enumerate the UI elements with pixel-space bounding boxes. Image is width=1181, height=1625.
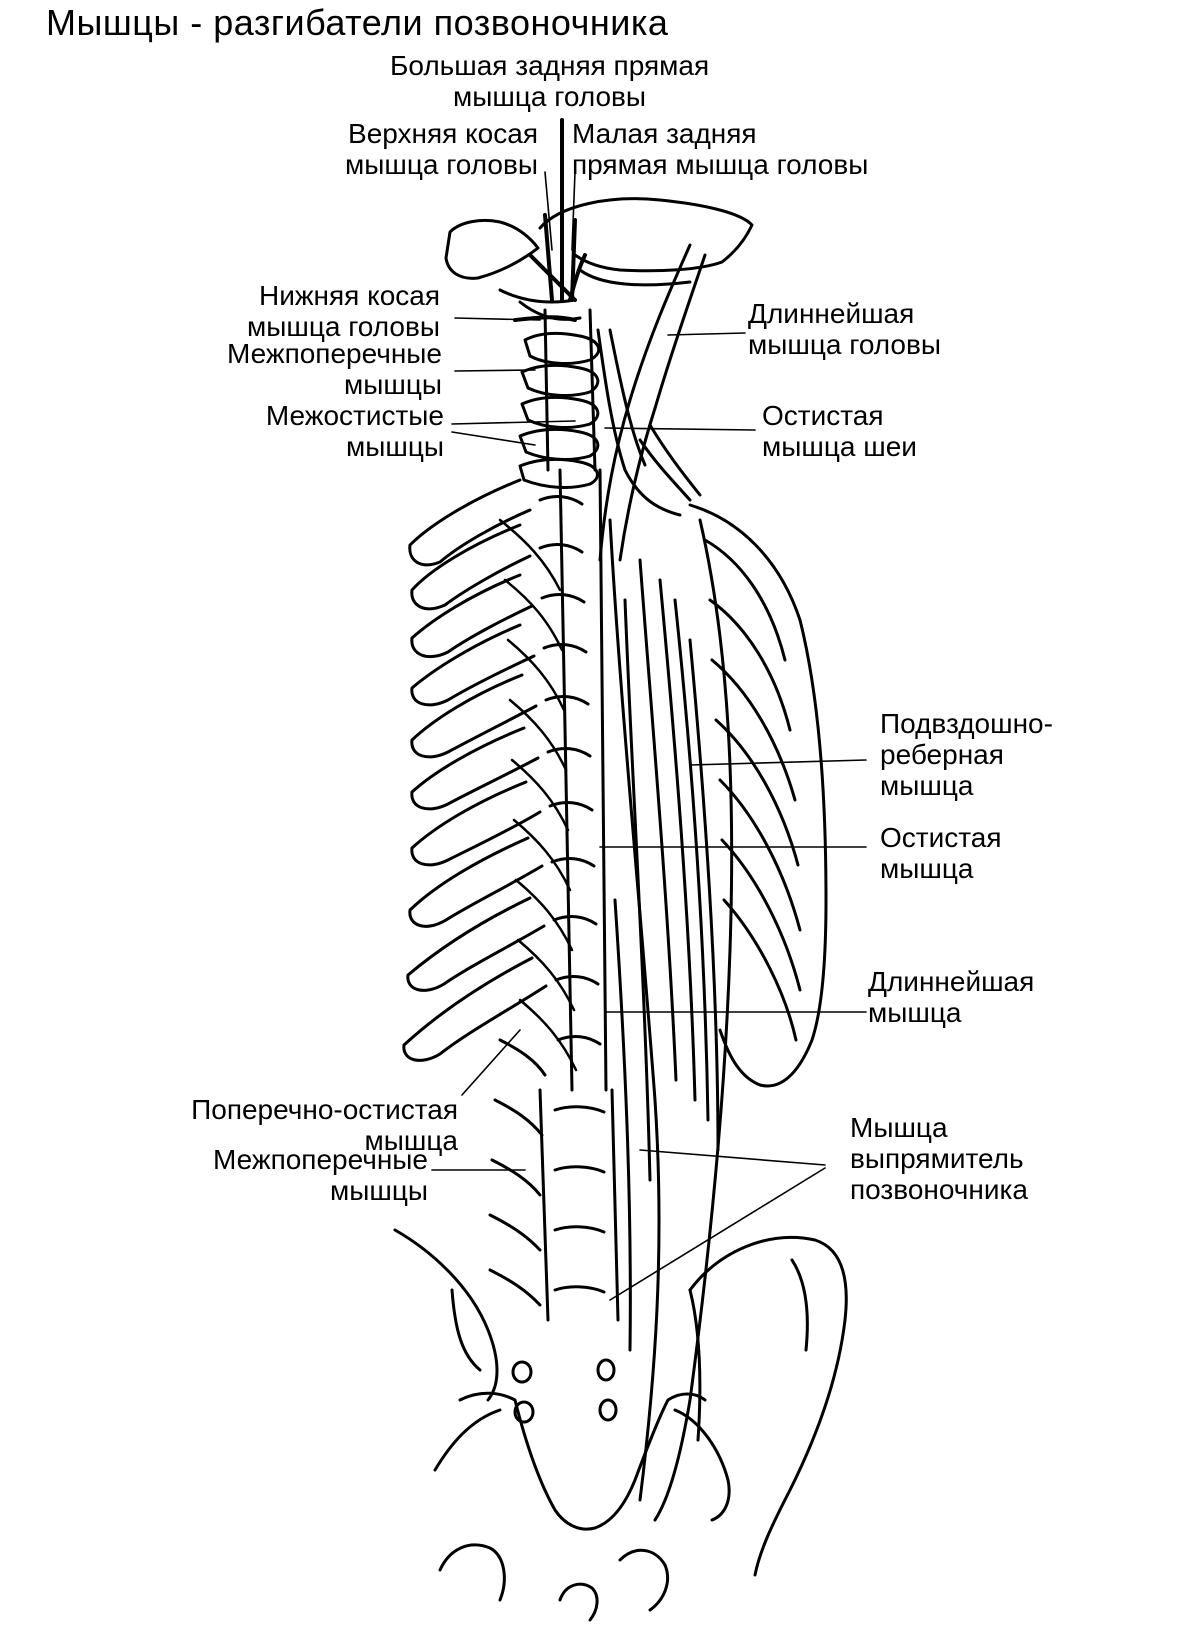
label-obliquus-capitis-inferior: Нижняя косая мышца головы <box>246 280 440 342</box>
label-intertransversarii-upper: Межпоперечные мышцы <box>226 338 442 400</box>
label-spinalis-cervicis: Остистая мышца шеи <box>762 400 917 462</box>
label-spinalis: Остистая мышца <box>880 822 1002 884</box>
page-title: Мышцы - разгибатели позвоночника <box>46 2 669 43</box>
label-interspinales: Межостистые мышцы <box>265 400 444 462</box>
leader-lines <box>431 171 867 1301</box>
lumbar-spine <box>488 1038 620 1322</box>
label-erector-spinae: Мышца выпрямитель позвоночника <box>850 1112 1028 1205</box>
label-obliquus-capitis-superior: Верхняя косая мышца головы <box>344 118 538 180</box>
label-longissimus-capitis: Длиннейшая мышца головы <box>748 298 942 360</box>
cervical-spine <box>518 308 601 489</box>
thoracic-spine <box>538 468 608 1092</box>
pelvis <box>393 1228 848 1622</box>
erector-spinae-mass <box>608 518 734 1522</box>
label-longissimus: Длиннейшая мышца <box>868 966 1035 1028</box>
neck-muscles <box>596 243 707 562</box>
transversospinalis-bundles <box>498 518 578 1072</box>
label-transversospinalis: Поперечно-остистая мышца <box>191 1094 458 1156</box>
skull-base <box>444 197 754 321</box>
label-iliocostalis: Подвздошно- реберная мышца <box>880 708 1053 801</box>
iliocostalis-sheet <box>688 503 828 1088</box>
label-intertransversarii-lower: Межпоперечные мышцы <box>212 1144 428 1206</box>
label-rectus-capitis-minor: Малая задняя прямая мышца головы <box>572 118 869 180</box>
label-rectus-capitis-major: Большая задняя прямая мышца головы <box>390 50 710 112</box>
ribs <box>402 478 548 1062</box>
